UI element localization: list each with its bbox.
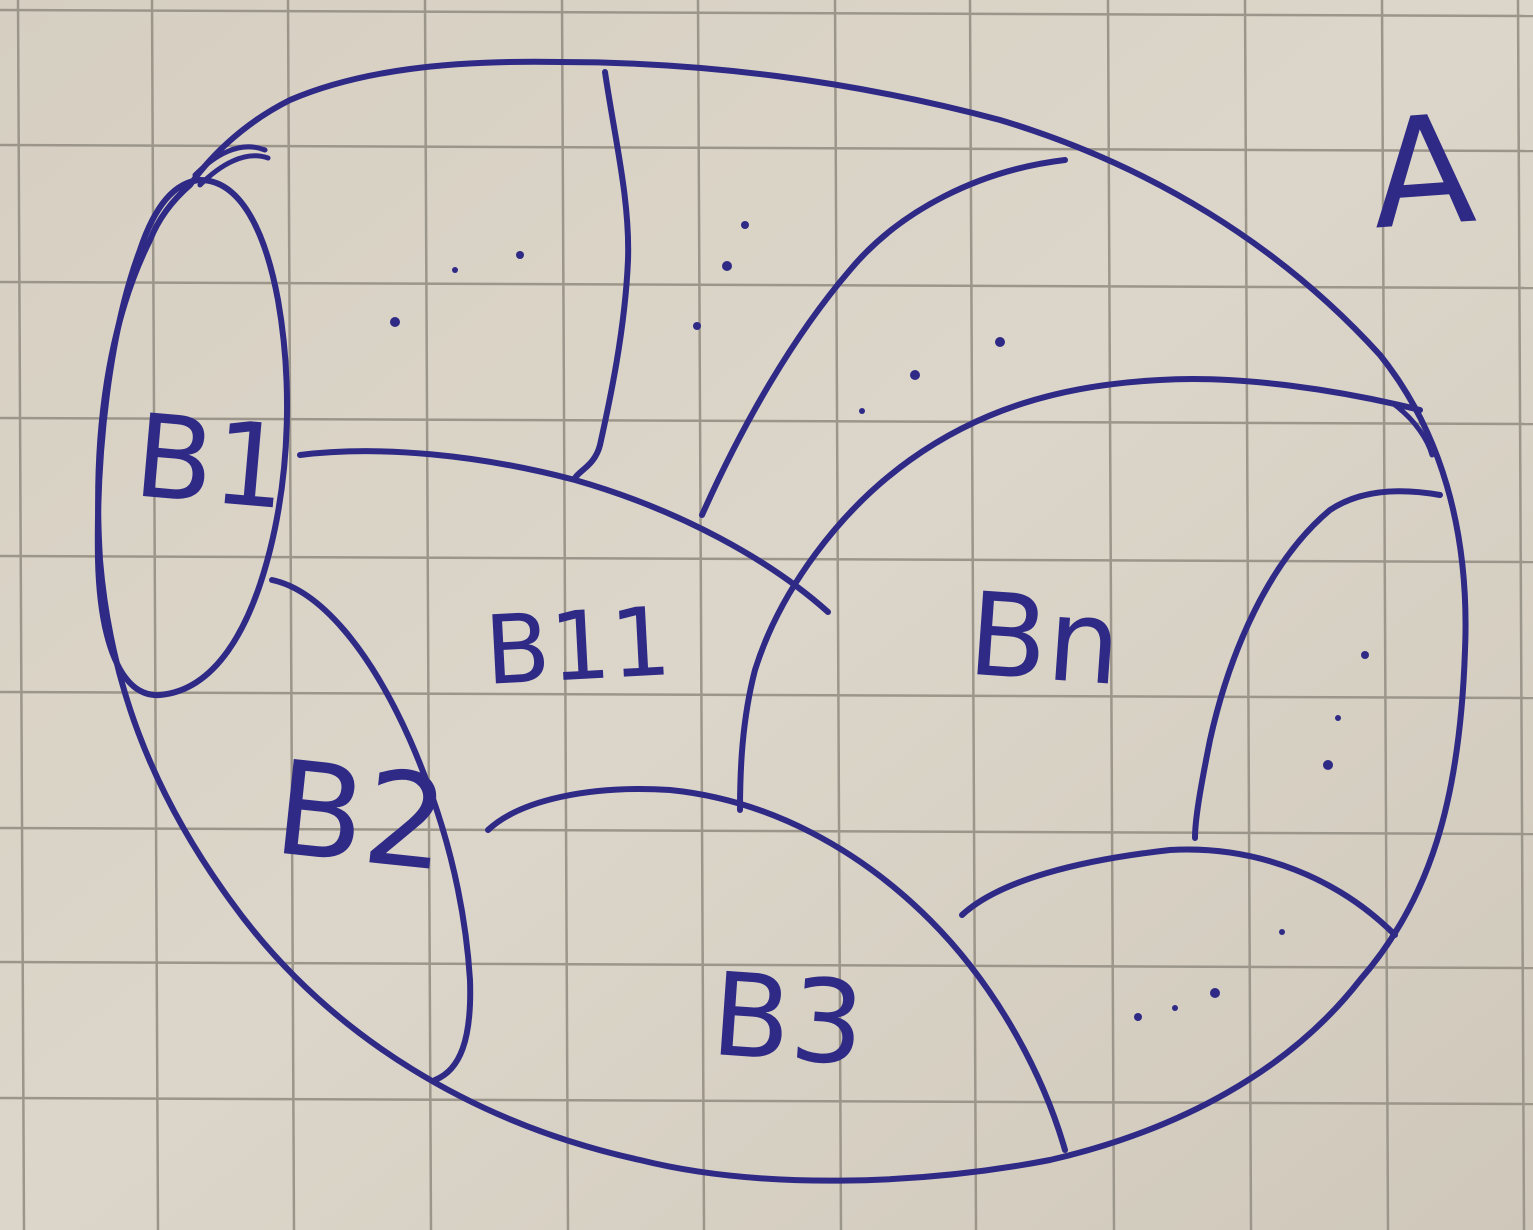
pencil-dots — [390, 221, 1369, 1021]
region-b1-boundary — [94, 177, 291, 699]
region-b2-boundary — [269, 577, 474, 1083]
grid-line-vertical — [1380, 0, 1390, 1230]
region-bn-boundary — [737, 376, 1423, 813]
grid-line-vertical — [968, 0, 978, 1230]
label-region-b1: B1 — [129, 389, 292, 536]
label-region-b2: B2 — [268, 732, 455, 901]
grid-line-horizontal — [0, 280, 1533, 290]
grid-line-horizontal — [0, 960, 1533, 970]
grid-line-vertical — [560, 0, 570, 1230]
grid-line-horizontal — [0, 416, 1533, 426]
grid-line-horizontal — [0, 554, 1533, 564]
grid-line-horizontal — [0, 8, 1533, 18]
right-inner-boundary — [1192, 488, 1443, 841]
set-a-boundary — [95, 58, 1469, 1184]
label-set-a: A — [1366, 83, 1481, 264]
region-b3-boundary — [485, 786, 1068, 1153]
grid-line-vertical — [286, 0, 296, 1230]
region-bn-top-tail — [1392, 402, 1435, 458]
grid-line-vertical — [150, 0, 160, 1230]
grid-line-horizontal — [0, 1096, 1533, 1106]
grid-line-vertical — [1243, 0, 1253, 1230]
grid-line-vertical — [16, 0, 26, 1230]
grid-line-vertical — [833, 0, 843, 1230]
label-region-b11: B11 — [482, 587, 674, 707]
b1-top-scribble — [192, 144, 271, 188]
label-region-bn: Bn — [964, 568, 1125, 712]
label-region-b3: B3 — [707, 948, 868, 1092]
grid-line-horizontal — [0, 826, 1533, 836]
grid-line-vertical — [423, 0, 433, 1230]
grid-line-vertical — [1516, 0, 1526, 1230]
grid-line-horizontal — [0, 690, 1533, 700]
grid-line-vertical — [696, 0, 706, 1230]
grid-line-vertical — [1106, 0, 1116, 1230]
upper-vertical-divider — [572, 69, 632, 481]
upper-curved-divider — [699, 157, 1068, 518]
lower-right-boundary — [959, 846, 1398, 938]
